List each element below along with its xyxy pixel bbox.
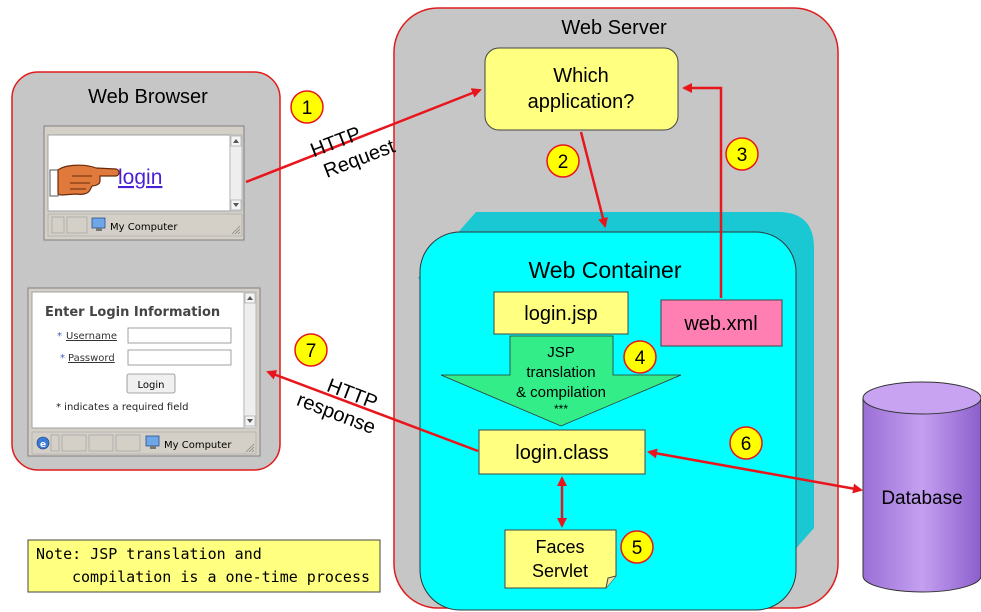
step-badge-7: 7 [294, 333, 328, 367]
svg-text:1: 1 [302, 98, 313, 119]
database-access-arrow [647, 448, 863, 494]
pointing-hand-icon [49, 164, 120, 197]
web-container-title: Web Container [529, 257, 682, 283]
svg-text:3: 3 [737, 145, 748, 166]
step-badge-2: 2 [546, 144, 580, 178]
web-xml-label: web.xml [683, 313, 757, 335]
browser-window-login-form: Enter Login Information * Username * Pas… [27, 287, 261, 457]
password-label: Password [68, 353, 115, 364]
step-badge-4: 4 [623, 340, 657, 374]
svg-text:2: 2 [558, 152, 569, 173]
jsp-label-line4: *** [554, 402, 568, 416]
required-field-note: * indicates a required field [56, 402, 188, 413]
web-xml-box: web.xml [660, 299, 783, 347]
http-request-label: HTTP Request [308, 123, 399, 183]
resize-grip-icon[interactable] [231, 225, 241, 235]
svg-text:5: 5 [632, 538, 643, 559]
scrollbar[interactable] [229, 134, 243, 212]
dispatch-to-container-arrow [579, 131, 608, 228]
http-response-arrow [266, 370, 479, 453]
step-badges: 1 2 3 4 5 6 7 [290, 90, 763, 564]
faces-servlet-line2: Servlet [532, 561, 588, 581]
username-label: Username [66, 331, 117, 342]
database-cylinder: Database [862, 381, 981, 593]
login-form-heading: Enter Login Information [45, 305, 220, 320]
svg-text:4: 4 [635, 348, 646, 369]
svg-text:*: * [60, 353, 65, 364]
login-jsp-label: login.jsp [524, 303, 597, 325]
computer-icon [91, 217, 106, 231]
svg-text:6: 6 [741, 434, 752, 455]
web-browser-panel: Web Browser login [11, 71, 281, 471]
web-server-title: Web Server [561, 17, 667, 39]
step-badge-3: 3 [725, 137, 759, 171]
http-response-label: HTTP response [294, 375, 381, 439]
resize-grip-icon[interactable] [245, 443, 255, 453]
status-bar [31, 431, 257, 455]
browser-window-link: login My Computer [43, 125, 245, 241]
which-application-box: Which application? [484, 47, 679, 131]
jsp-label-line3: & compilation [516, 384, 606, 401]
scrollbar[interactable] [243, 291, 257, 429]
faces-servlet-line1: Faces [535, 537, 584, 557]
note-line1: Note: JSP translation and [36, 545, 262, 563]
ie-icon: e [36, 436, 50, 450]
web-xml-lookup-arrow [682, 83, 723, 298]
username-input[interactable] [127, 327, 232, 344]
web-server-panel: Web Server Which application? Web Contai… [393, 7, 839, 611]
web-browser-title: Web Browser [88, 86, 208, 108]
database-label: Database [881, 488, 962, 509]
which-application-line2: application? [528, 91, 635, 113]
login-link[interactable]: login [118, 166, 162, 189]
svg-text:*: * [57, 331, 62, 342]
svg-text:7: 7 [306, 341, 317, 362]
jsp-label-line2: translation [526, 364, 595, 381]
faces-servlet-document: Faces Servlet [504, 529, 617, 589]
password-input[interactable] [127, 349, 232, 366]
which-application-line1: Which [553, 65, 609, 87]
step-badge-1: 1 [290, 90, 324, 124]
login-button-label: Login [138, 380, 165, 391]
login-button[interactable]: Login [126, 373, 176, 394]
login-jsp-box: login.jsp [493, 291, 629, 335]
svg-text:e: e [40, 440, 46, 450]
note-box: Note: JSP translation and compilation is… [27, 539, 381, 593]
step-badge-5: 5 [620, 530, 654, 564]
computer-icon [145, 435, 160, 449]
status-text: My Computer [164, 440, 232, 451]
note-line2: compilation is a one-time process [72, 568, 370, 586]
web-container: Web Container login.jsp JSP translation … [418, 212, 814, 611]
step-badge-6: 6 [729, 426, 763, 460]
jsp-translation-arrow: JSP translation & compilation *** [440, 335, 682, 427]
status-text: My Computer [110, 222, 178, 233]
login-class-label: login.class [515, 442, 608, 464]
http-request-arrow [245, 88, 482, 184]
flow-arrows [245, 83, 863, 528]
jsp-label-line1: JSP [547, 344, 575, 361]
login-class-box: login.class [478, 429, 646, 475]
